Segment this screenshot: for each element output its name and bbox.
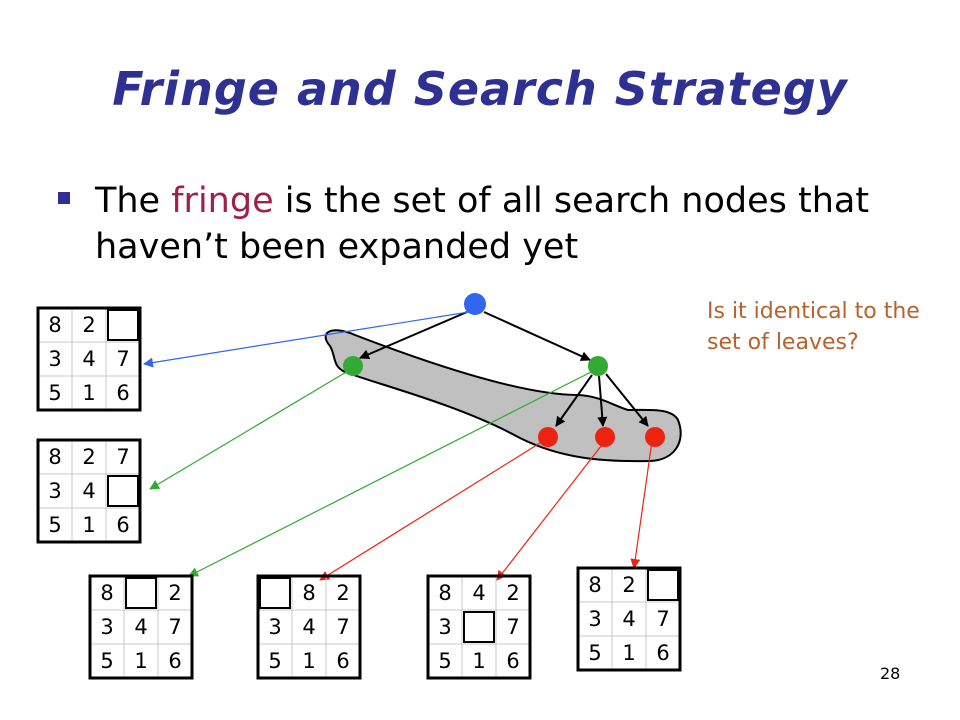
board-frame xyxy=(256,574,362,680)
tile-number: 7 xyxy=(116,347,129,371)
tile-number: 6 xyxy=(336,649,349,673)
mapping-arrow-green xyxy=(149,367,354,490)
slide-title: Fringe and Search Strategy xyxy=(112,62,848,116)
child-node-right xyxy=(588,356,608,376)
blank-tile xyxy=(107,475,139,507)
tile-number: 1 xyxy=(472,649,485,673)
tile-number: 1 xyxy=(82,381,95,405)
tile-number: 1 xyxy=(82,513,95,537)
tile-number: 8 xyxy=(438,581,451,605)
tile-number: 6 xyxy=(116,513,129,537)
tree-edge xyxy=(605,373,649,427)
board-frame xyxy=(36,306,142,412)
tile-number: 7 xyxy=(168,615,181,639)
child-node-left xyxy=(343,356,363,376)
tile-number: 7 xyxy=(506,615,519,639)
blank-tile xyxy=(107,309,139,341)
blank-tile xyxy=(463,611,495,643)
tile-number: 8 xyxy=(48,445,61,469)
tile-number: 3 xyxy=(438,615,451,639)
tree-edge xyxy=(483,311,591,361)
fringe-term: fringe xyxy=(171,181,274,221)
bullet-prefix: The xyxy=(95,181,172,221)
tile-number: 3 xyxy=(588,607,601,631)
tile-number: 8 xyxy=(48,313,61,337)
fringe-region xyxy=(324,329,682,463)
tile-number: 3 xyxy=(268,615,281,639)
tile-number: 7 xyxy=(116,445,129,469)
grandchild-node xyxy=(645,427,665,447)
mapping-arrow-green xyxy=(188,368,598,577)
tile-number: 1 xyxy=(134,649,147,673)
page-number: 28 xyxy=(880,664,901,683)
blank-tile xyxy=(647,569,679,601)
tile-number: 2 xyxy=(168,581,181,605)
mapping-arrow-blue xyxy=(143,310,476,368)
tile-number: 5 xyxy=(268,649,281,673)
bullet-square-icon xyxy=(58,192,70,204)
grandchild-node xyxy=(538,427,558,447)
tile-number: 5 xyxy=(48,381,61,405)
tile-number: 3 xyxy=(100,615,113,639)
tile-number: 7 xyxy=(656,607,669,631)
tile-number: 5 xyxy=(48,513,61,537)
mapping-arrow-red xyxy=(496,440,606,581)
tile-number: 6 xyxy=(506,649,519,673)
grandchild-node xyxy=(595,427,615,447)
tile-number: 4 xyxy=(82,347,95,371)
tree-edge xyxy=(359,311,468,360)
bullet-text: The fringe is the set of all search node… xyxy=(95,178,935,270)
tile-number: 1 xyxy=(622,641,635,665)
tile-number: 4 xyxy=(134,615,147,639)
tile-number: 6 xyxy=(656,641,669,665)
bullet-rest: is the set of all search nodes that have… xyxy=(95,181,870,267)
tree-edge xyxy=(597,375,608,427)
board-frame xyxy=(36,438,142,544)
tile-number: 4 xyxy=(472,581,485,605)
blank-tile xyxy=(259,577,291,609)
tile-number: 6 xyxy=(116,381,129,405)
tile-number: 2 xyxy=(336,581,349,605)
root-node xyxy=(464,293,486,315)
tile-number: 2 xyxy=(622,573,635,597)
tile-number: 8 xyxy=(588,573,601,597)
question-note: Is it identical to the set of leaves? xyxy=(707,299,920,355)
tree-edge xyxy=(555,374,593,427)
tile-number: 8 xyxy=(100,581,113,605)
tile-number: 3 xyxy=(48,479,61,503)
tile-number: 2 xyxy=(506,581,519,605)
mapping-arrow-red xyxy=(319,437,549,581)
tile-number: 6 xyxy=(168,649,181,673)
board-frame xyxy=(88,574,194,680)
tile-number: 3 xyxy=(48,347,61,371)
tile-number: 5 xyxy=(588,641,601,665)
tile-number: 2 xyxy=(82,445,95,469)
tile-number: 4 xyxy=(82,479,95,503)
mapping-arrow-red xyxy=(630,440,653,569)
tile-number: 5 xyxy=(100,649,113,673)
tile-number: 8 xyxy=(302,581,315,605)
tile-number: 4 xyxy=(622,607,635,631)
board-frame xyxy=(576,566,682,672)
tile-number: 5 xyxy=(438,649,451,673)
blank-tile xyxy=(125,577,157,609)
tile-number: 2 xyxy=(82,313,95,337)
tile-number: 1 xyxy=(302,649,315,673)
board-frame xyxy=(426,574,532,680)
tile-number: 7 xyxy=(336,615,349,639)
tile-number: 4 xyxy=(302,615,315,639)
